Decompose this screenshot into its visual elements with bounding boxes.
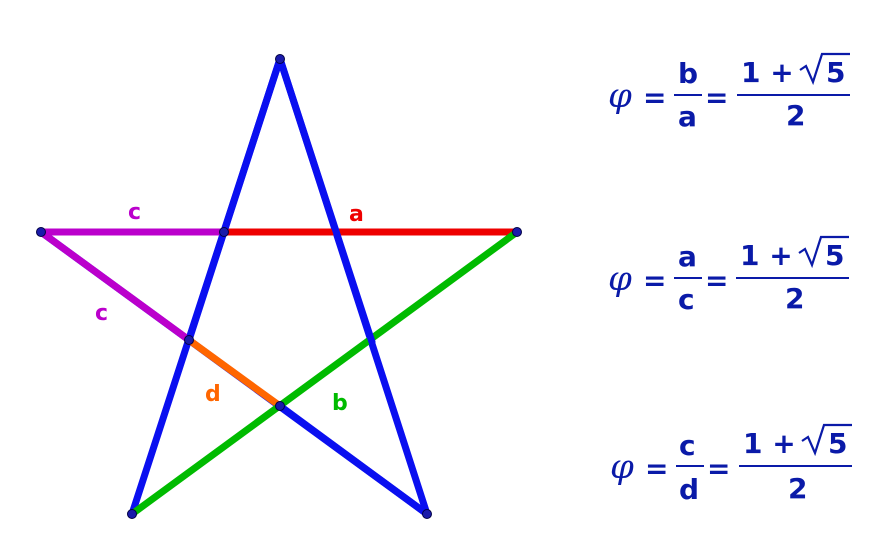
formula-2: φ = a c = 1 + 5 2 (608, 235, 849, 316)
label-d: d (205, 382, 221, 407)
formula-2-numerator: a (678, 240, 697, 273)
points (36, 54, 522, 519)
formula-2-denominator: c (678, 283, 695, 316)
segment-b (128, 228, 521, 518)
formula-3: φ = c d = 1 + 5 2 (610, 423, 852, 506)
point-intersection-top (219, 227, 229, 237)
formula-2-phi: φ (608, 259, 632, 299)
point-intersection-left (184, 335, 194, 345)
formula-3-equals-2: = (707, 452, 730, 485)
point-bottom-left (127, 509, 137, 519)
formula-3-rhs-numerator: 1 + (743, 427, 796, 460)
segment-c-diagonal (38, 229, 192, 343)
star-edge-right-overlay (276, 55, 376, 346)
label-c-left: c (95, 301, 108, 326)
label-b: b (332, 391, 348, 416)
formula-3-equals-1: = (645, 452, 668, 485)
point-left (36, 227, 46, 237)
formula-3-phi: φ (610, 447, 634, 487)
formula-2-rhs-numerator: 1 + (740, 239, 793, 272)
formula-1: φ = b a = 1 + 5 2 (608, 52, 850, 133)
formula-1-rhs-denominator: 2 (786, 99, 805, 132)
point-top (275, 54, 285, 64)
point-bottom-right (422, 509, 432, 519)
formula-2-sqrt-sign (798, 235, 849, 269)
formula-1-rhs-numerator: 1 + (741, 56, 794, 89)
formula-1-equals-1: = (643, 81, 666, 114)
formula-2-equals-2: = (705, 264, 728, 297)
label-c-top: c (128, 200, 141, 225)
formula-1-sqrt-value: 5 (826, 56, 845, 89)
star-edge-left-overlay (185, 55, 284, 344)
formula-2-rhs-denominator: 2 (785, 282, 804, 315)
formula-3-numerator: c (679, 429, 696, 462)
star-edge-lower-right-overlay (276, 402, 431, 518)
formula-3-sqrt-value: 5 (828, 427, 847, 460)
point-right (512, 227, 522, 237)
formula-2-sqrt-value: 5 (825, 239, 844, 272)
formula-3-denominator: d (679, 473, 699, 506)
formula-1-denominator: a (678, 100, 697, 133)
formula-1-sqrt-sign (799, 52, 850, 86)
point-intersection-center (275, 401, 285, 411)
segment-d (186, 337, 283, 409)
formula-3-sqrt-sign (801, 423, 852, 457)
label-a: a (349, 202, 364, 227)
formula-1-equals-2: = (705, 81, 728, 114)
formula-1-phi: φ (608, 76, 632, 116)
pentagram-star (37, 55, 431, 518)
formula-2-equals-1: = (643, 264, 666, 297)
formula-3-rhs-denominator: 2 (788, 472, 807, 505)
formula-1-numerator: b (678, 57, 698, 90)
